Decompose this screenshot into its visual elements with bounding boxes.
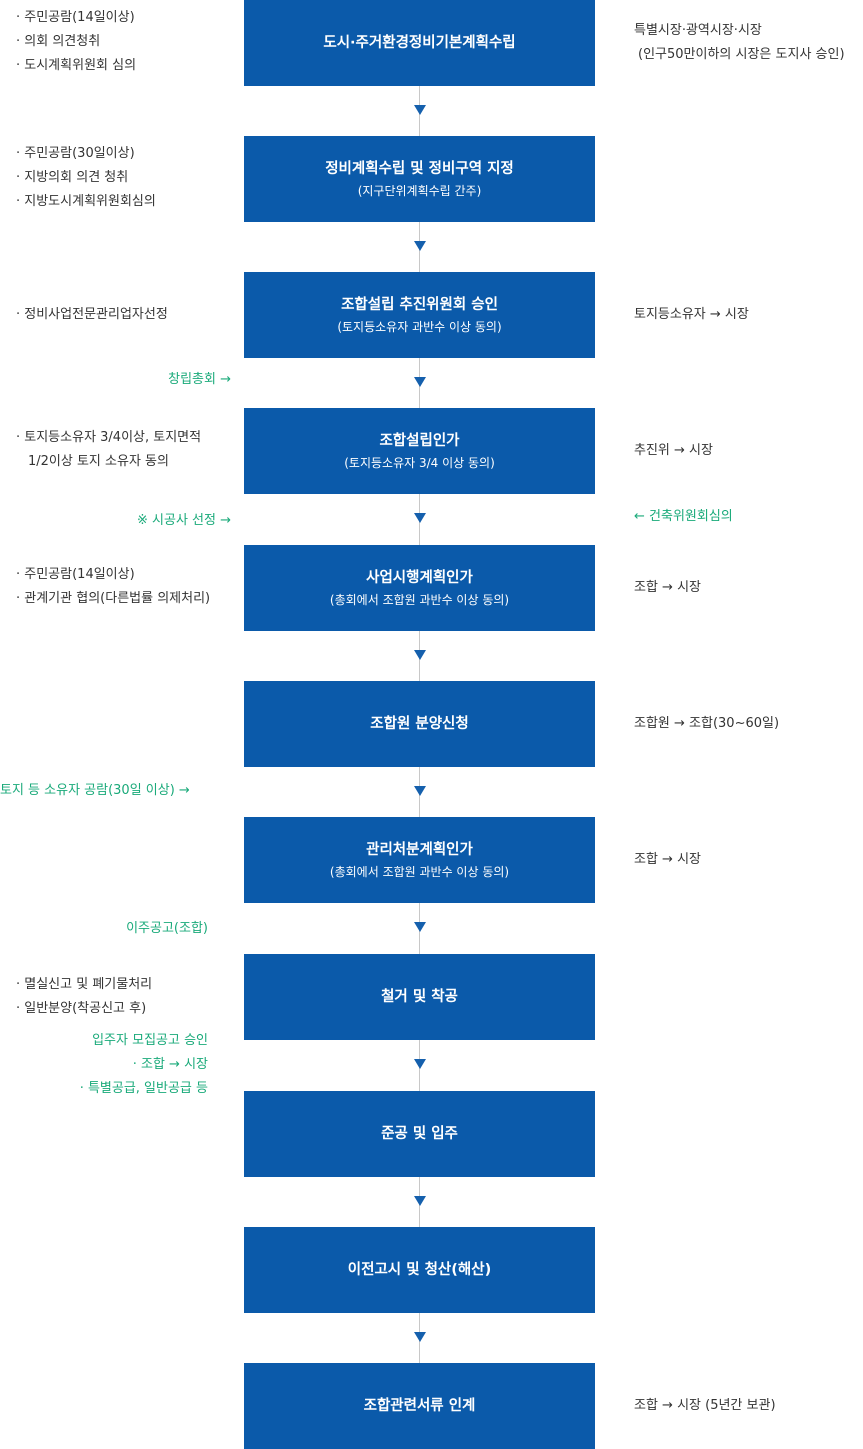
right-note-step11: 조합 → 시장 (5년간 보관) — [634, 1394, 776, 1418]
step-subtitle: (총회에서 조합원 과반수 이상 동의) — [329, 864, 510, 879]
transition-note-building-committee: ← 건축위원회심의 — [634, 509, 733, 524]
step-box-1: 도시·주거환경정비기본계획수립 — [244, 0, 595, 86]
step-box-5: 사업시행계획인가 (총회에서 조합원 과반수 이상 동의) — [244, 545, 595, 631]
note-line: 조합 → 시장 — [634, 852, 701, 867]
transition-note-owner-review: 토지 등 소유자 공람(30일 이상) → — [0, 783, 190, 798]
note-line: 조합 → 시장 — [634, 580, 701, 595]
step-subtitle: (토지등소유자 3/4 이상 동의) — [344, 455, 495, 470]
step-box-8: 철거 및 착공 — [244, 954, 595, 1040]
left-note-step1: · 주민공람(14일이상) · 의회 의견청취 · 도시계획위원회 심의 — [16, 6, 136, 78]
left-note-step5: · 주민공람(14일이상) · 관계기관 협의(다른법률 의제처리) — [16, 563, 210, 611]
arrow-down-icon — [414, 922, 426, 932]
arrow-down-icon — [414, 1059, 426, 1069]
right-note-step1: 특별시장·광역시장·시장 (인구50만이하의 시장은 도지사 승인) — [634, 19, 845, 67]
note-line: · 지방도시계획위원회심의 — [16, 194, 156, 209]
note-line: · 주민공람(30일이상) — [16, 146, 135, 161]
left-note-step2: · 주민공람(30일이상) · 지방의회 의견 청취 · 지방도시계획위원회심의 — [16, 142, 156, 214]
note-line: · 관계기관 협의(다른법률 의제처리) — [16, 591, 211, 606]
step-subtitle: (총회에서 조합원 과반수 이상 동의) — [329, 592, 510, 607]
note-line: 토지등소유자 → 시장 — [634, 307, 749, 322]
step-box-4: 조합설립인가 (토지등소유자 3/4 이상 동의) — [244, 408, 595, 494]
step-title: 관리처분계획인가 — [366, 841, 473, 858]
note-line: 특별시장·광역시장·시장 — [634, 23, 762, 38]
step-title: 철거 및 착공 — [381, 989, 458, 1005]
arrow-down-icon — [414, 105, 426, 115]
note-line: · 특별공급, 일반공급 등 — [79, 1081, 208, 1096]
note-line: · 주민공람(14일이상) — [16, 10, 135, 25]
step-title: 조합원 분양신청 — [370, 716, 469, 732]
left-note-step4: · 토지등소유자 3/4이상, 토지면적 1/2이상 토지 소유자 동의 — [16, 426, 201, 474]
right-note-step4: 추진위 → 시장 — [634, 439, 713, 463]
note-line: · 지방의회 의견 청취 — [16, 170, 129, 185]
note-line: 추진위 → 시장 — [634, 443, 713, 458]
right-note-step7: 조합 → 시장 — [634, 848, 701, 872]
step-title: 준공 및 입주 — [381, 1126, 458, 1142]
arrow-down-icon — [414, 1332, 426, 1342]
step-box-9: 준공 및 입주 — [244, 1091, 595, 1177]
note-line: · 의회 의견청취 — [16, 34, 101, 49]
arrow-down-icon — [414, 650, 426, 660]
note-line: 입주자 모집공고 승인 — [92, 1033, 208, 1048]
step-title: 사업시행계획인가 — [366, 569, 473, 586]
note-line: · 조합 → 시장 — [132, 1057, 208, 1072]
step-box-7: 관리처분계획인가 (총회에서 조합원 과반수 이상 동의) — [244, 817, 595, 903]
note-line: · 토지등소유자 3/4이상, 토지면적 — [16, 430, 202, 445]
note-line: · 정비사업전문관리업자선정 — [16, 307, 168, 322]
step-box-3: 조합설립 추진위원회 승인 (토지등소유자 과반수 이상 동의) — [244, 272, 595, 358]
transition-note-relocation-notice: 이주공고(조합) — [126, 921, 208, 936]
left-note-step8: · 멸실신고 및 폐기물처리 · 일반분양(착공신고 후) — [16, 973, 152, 1021]
step-title: 도시·주거환경정비기본계획수립 — [323, 35, 516, 51]
step-box-11: 조합관련서류 인계 — [244, 1363, 595, 1449]
arrow-down-icon — [414, 1196, 426, 1206]
step-title: 조합관련서류 인계 — [363, 1398, 476, 1414]
note-line: (인구50만이하의 시장은 도지사 승인) — [638, 47, 845, 62]
note-line: · 도시계획위원회 심의 — [16, 58, 137, 73]
note-line: · 일반분양(착공신고 후) — [16, 1001, 147, 1016]
step-title: 조합설립 추진위원회 승인 — [341, 296, 498, 313]
note-line: 조합 → 시장 (5년간 보관) — [634, 1398, 776, 1413]
note-line: 조합원 → 조합(30~60일) — [634, 716, 780, 731]
note-line: · 멸실신고 및 폐기물처리 — [16, 977, 153, 992]
arrow-down-icon — [414, 377, 426, 387]
arrow-down-icon — [414, 513, 426, 523]
step-box-10: 이전고시 및 청산(해산) — [244, 1227, 595, 1313]
note-line: 1/2이상 토지 소유자 동의 — [28, 454, 169, 469]
transition-note-contractor-selection: ※ 시공사 선정 → — [137, 513, 231, 528]
note-line: · 주민공람(14일이상) — [16, 567, 135, 582]
right-note-step3: 토지등소유자 → 시장 — [634, 303, 749, 327]
step-subtitle: (토지등소유자 과반수 이상 동의) — [337, 319, 502, 334]
arrow-down-icon — [414, 241, 426, 251]
step-title: 정비계획수립 및 정비구역 지정 — [325, 160, 514, 177]
right-note-step6: 조합원 → 조합(30~60일) — [634, 712, 779, 736]
step-box-2: 정비계획수립 및 정비구역 지정 (지구단위계획수립 간주) — [244, 136, 595, 222]
step-title: 조합설립인가 — [379, 432, 460, 449]
right-note-step5: 조합 → 시장 — [634, 576, 701, 600]
transition-note-resident-recruitment: 입주자 모집공고 승인 · 조합 → 시장 · 특별공급, 일반공급 등 — [80, 1029, 208, 1101]
left-note-step3: · 정비사업전문관리업자선정 — [16, 303, 168, 327]
step-title: 이전고시 및 청산(해산) — [347, 1262, 492, 1278]
step-subtitle: (지구단위계획수립 간주) — [357, 183, 482, 198]
step-box-6: 조합원 분양신청 — [244, 681, 595, 767]
arrow-down-icon — [414, 786, 426, 796]
transition-note-founding-meeting: 창립총회 → — [168, 372, 231, 387]
